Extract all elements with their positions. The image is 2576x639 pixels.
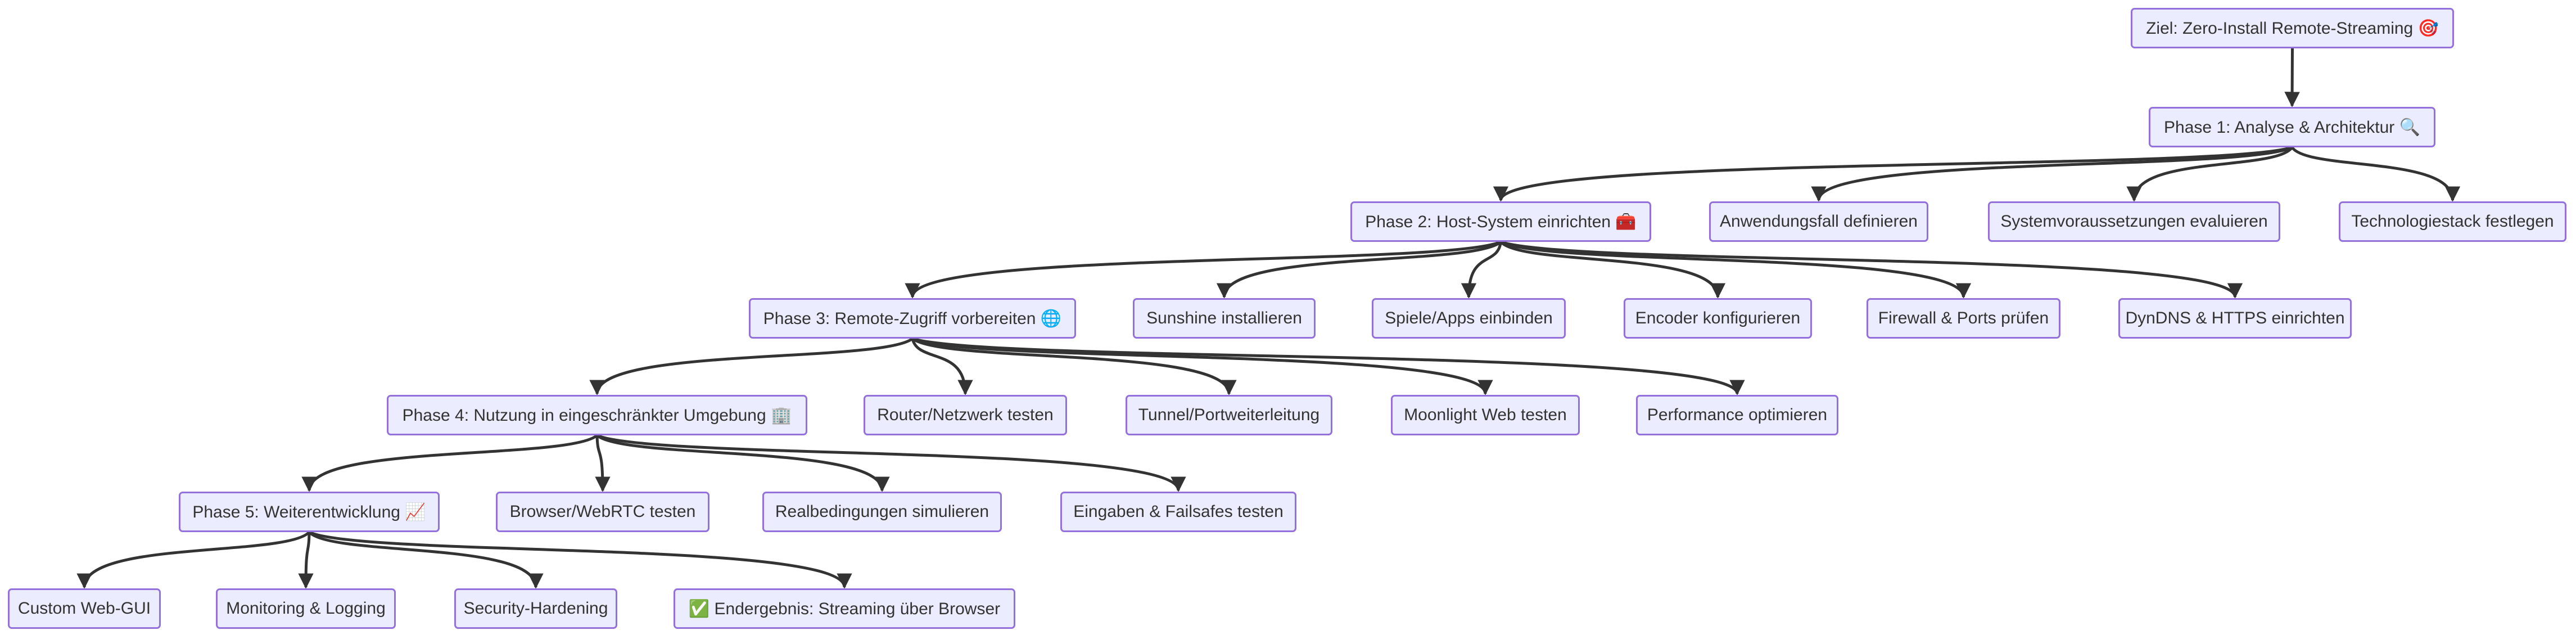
edge-phase2-to-p2_sunshine — [1216, 241, 1502, 299]
edge-phase3-to-p3_performance — [912, 337, 1745, 395]
edge-phase5-to-p5_result — [308, 530, 852, 589]
task-test-moonlight-web: Moonlight Web testen — [1391, 395, 1580, 435]
task-add-games-apps: Spiele/Apps einbinden — [1372, 298, 1566, 339]
task-tunnel-port-forwarding: Tunnel/Portweiterleitung — [1126, 395, 1332, 435]
edge-phase5-to-p5_security — [308, 531, 544, 589]
edge-phase4-to-p4_inputs — [596, 434, 1186, 492]
edge-goal-to-phase1 — [2284, 48, 2300, 107]
edge-phase1-to-p1_requirements — [2126, 146, 2294, 202]
edge-phase3-to-p3_moonlight — [912, 337, 1493, 395]
phase-5-node: Phase 5: Weiterentwicklung 📈 — [179, 492, 440, 532]
goal-node: Ziel: Zero-Install Remote-Streaming 🎯 — [2131, 8, 2454, 48]
task-install-sunshine: Sunshine installieren — [1133, 298, 1316, 339]
task-simulate-real-conditions: Realbedingungen simulieren — [762, 492, 1002, 532]
final-result-node: ✅ Endergebnis: Streaming über Browser — [674, 588, 1015, 629]
edge-phase3-to-p3_tunnel — [911, 337, 1237, 395]
task-test-inputs-failsafes: Eingaben & Failsafes testen — [1060, 492, 1296, 532]
edge-phase5-to-p5_webgui — [76, 531, 310, 589]
phase-2-node: Phase 2: Host-System einrichten 🧰 — [1350, 201, 1651, 242]
edge-phase2-to-p2_encoder — [1499, 241, 1726, 299]
edge-phase2-to-phase3 — [905, 240, 1502, 299]
edge-phase1-to-p1_stack — [2290, 146, 2461, 202]
task-custom-web-gui: Custom Web-GUI — [8, 588, 161, 629]
edge-phase5-to-p5_monitoring — [298, 532, 314, 589]
phase-1-node: Phase 1: Analyse & Architektur 🔍 — [2149, 107, 2435, 147]
edge-phase1-to-phase2 — [1493, 146, 2293, 202]
edge-phase2-to-p2_games — [1461, 241, 1502, 299]
task-optimize-performance: Performance optimieren — [1636, 395, 1838, 435]
task-check-firewall-ports: Firewall & Ports prüfen — [1867, 298, 2060, 339]
task-configure-encoder: Encoder konfigurieren — [1624, 298, 1812, 339]
task-set-tech-stack: Technologiestack festlegen — [2339, 201, 2566, 242]
edge-phase2-to-p2_dyndns — [1500, 240, 2243, 299]
phase-4-node: Phase 4: Nutzung in eingeschränkter Umge… — [387, 395, 807, 435]
task-setup-dyndns-https: DynDNS & HTTPS einrichten — [2118, 298, 2352, 339]
edge-phase2-to-p2_firewall — [1500, 240, 1972, 299]
edge-phase3-to-p3_router — [911, 338, 973, 395]
edge-phase4-to-phase5 — [301, 434, 598, 492]
edge-phase4-to-p4_browser — [595, 435, 611, 492]
task-test-router-network: Router/Netzwerk testen — [864, 395, 1067, 435]
task-test-browser-webrtc: Browser/WebRTC testen — [496, 492, 709, 532]
edge-phase3-to-phase4 — [589, 337, 914, 395]
edge-phase1-to-p1_usecase — [1811, 146, 2293, 202]
task-monitoring-logging: Monitoring & Logging — [216, 588, 396, 629]
task-evaluate-requirements: Systemvoraussetzungen evaluieren — [1988, 201, 2280, 242]
task-security-hardening: Security-Hardening — [454, 588, 617, 629]
task-define-use-case: Anwendungsfall definieren — [1709, 201, 1928, 242]
edge-phase4-to-p4_realconditions — [596, 434, 890, 492]
phase-3-node: Phase 3: Remote-Zugriff vorbereiten 🌐 — [749, 298, 1076, 339]
